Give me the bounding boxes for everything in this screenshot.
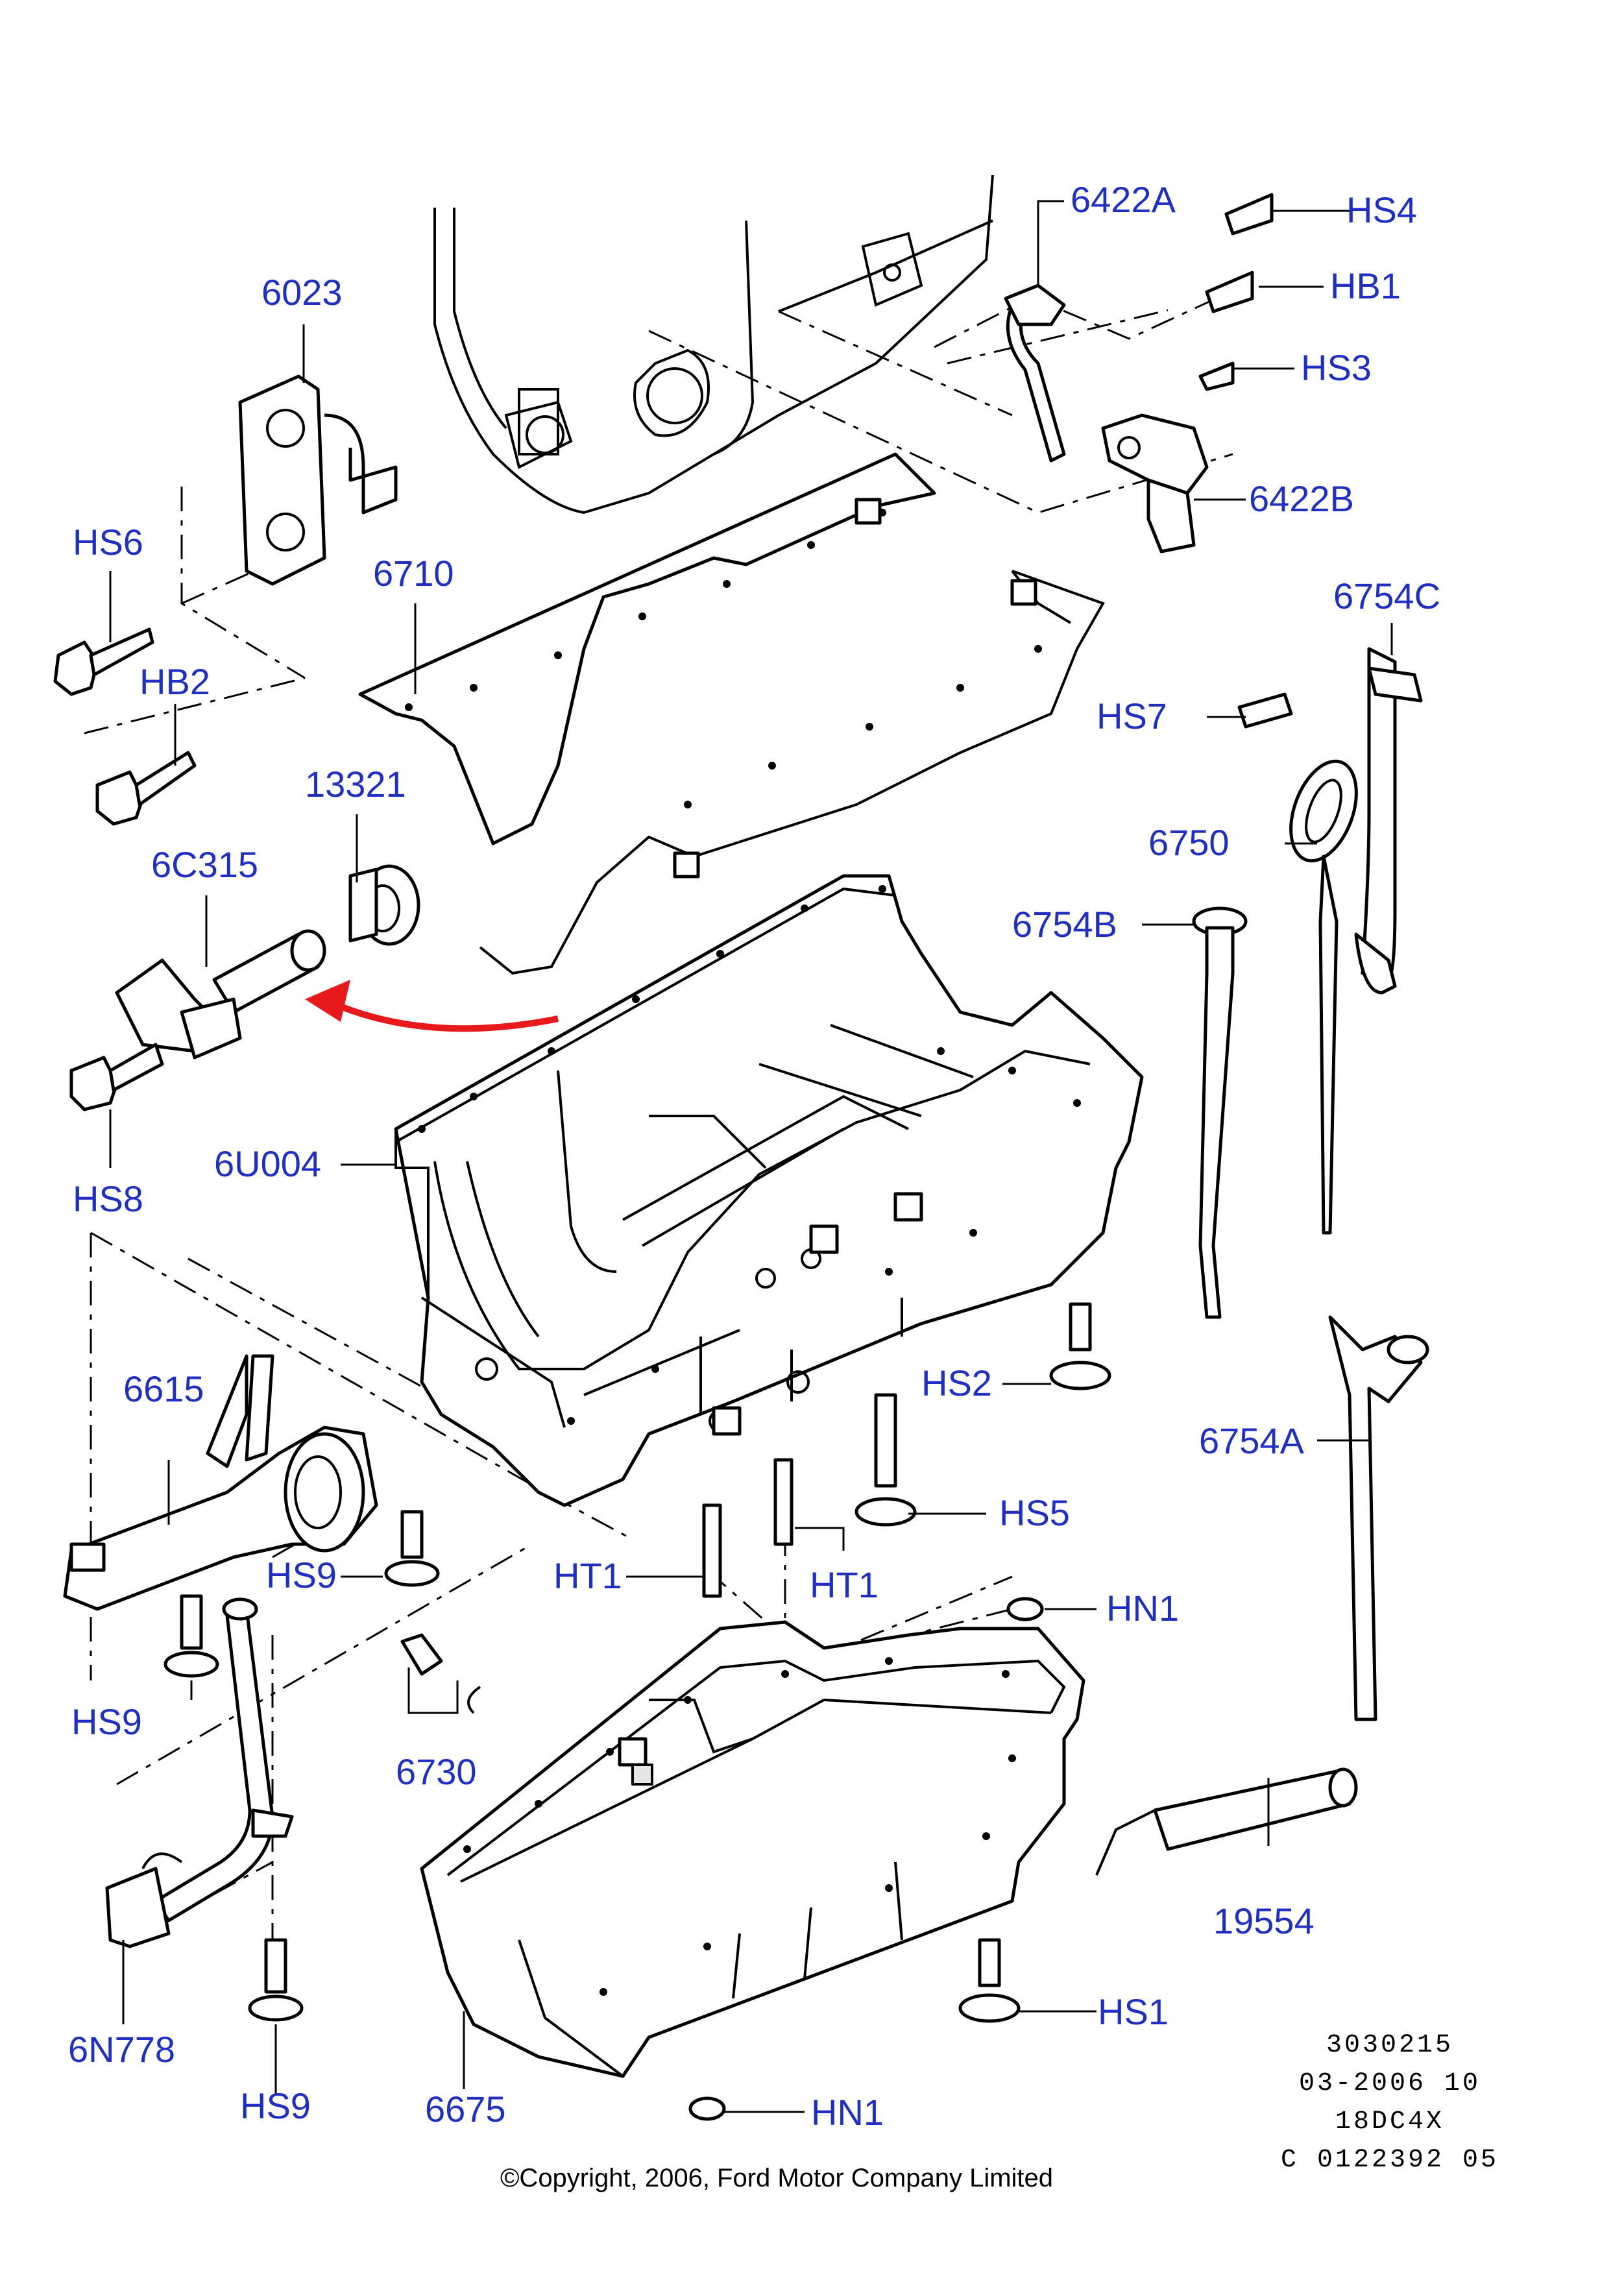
callout-6675: 6675 [425, 2089, 506, 2129]
callout-HS2: HS2 [921, 1363, 992, 1403]
callout-6U004: 6U004 [214, 1143, 321, 1184]
callout-6C315: 6C315 [151, 844, 258, 885]
callout-6615: 6615 [123, 1368, 204, 1409]
reference-line-4: C 0122392 05 [1281, 2146, 1499, 2175]
callout-6754C: 6754C [1333, 576, 1440, 616]
reference-block: 3030215 03-2006 10 18DC4X C 0122392 05 [1281, 2031, 1499, 2175]
callout-6422A: 6422A [1071, 179, 1176, 220]
callout-HB1: HB1 [1330, 265, 1401, 306]
callout-6754A: 6754A [1199, 1420, 1305, 1461]
callout-6023: 6023 [261, 272, 343, 313]
callout-6750: 6750 [1148, 822, 1230, 863]
callout-HS5: HS5 [999, 1492, 1070, 1533]
part-6754B-tube [1192, 906, 1248, 1319]
callout-HT1-a: HT1 [553, 1555, 622, 1596]
part-6750-dipstick [1289, 759, 1358, 1235]
part-6710-gasket [358, 452, 1105, 975]
leader-lines [109, 200, 1393, 2113]
callout-HB2: HB2 [139, 661, 210, 702]
part-6U004-upper-oil-pan [394, 874, 1144, 1507]
part-6422A-tube [1004, 284, 1066, 463]
callout-6422B: 6422B [1249, 478, 1354, 519]
part-6422B-housing [1101, 413, 1209, 553]
part-6N778-tube [105, 1597, 294, 1948]
part-6C315-sensor [115, 929, 326, 1060]
bolts-group [53, 193, 1293, 2121]
callout-HN1-a: HN1 [1106, 1588, 1179, 1629]
callout-6710: 6710 [373, 553, 454, 594]
engine-block-outline [433, 175, 994, 515]
callout-labels: 6422A HS4 HB1 HS3 6023 6422B HS6 6710 67… [68, 179, 1440, 2133]
callout-19554: 19554 [1213, 1900, 1315, 1941]
reference-line-1: 3030215 [1326, 2031, 1453, 2060]
callout-HS9-a: HS9 [266, 1555, 337, 1595]
callout-HS1: HS1 [1098, 1991, 1169, 2032]
part-6023-bracket [238, 374, 398, 586]
callout-6754B: 6754B [1012, 904, 1117, 945]
part-6615-oil-pickup [63, 1354, 378, 1611]
part-13321-seal [348, 864, 420, 946]
copyright-notice: ©Copyright, 2006, Ford Motor Company Lim… [500, 2164, 1053, 2192]
part-6754C-tube [1354, 647, 1423, 995]
callout-HS8: HS8 [73, 1178, 143, 1219]
callout-13321: 13321 [305, 764, 406, 805]
callout-HS9-c: HS9 [240, 2085, 311, 2126]
red-arrow [305, 980, 559, 1032]
part-6754A-tube [1328, 1315, 1429, 1721]
callout-HT1-b: HT1 [810, 1564, 879, 1605]
callout-HS6: HS6 [73, 522, 143, 563]
callout-6N778: 6N778 [68, 2029, 175, 2070]
reference-line-2: 03-2006 10 [1299, 2069, 1481, 2098]
callout-HS3: HS3 [1301, 347, 1372, 388]
part-6675-lower-oil-pan [420, 1620, 1085, 2078]
part-19554-sealant [1095, 1767, 1358, 1876]
callout-HS4: HS4 [1346, 189, 1417, 230]
callout-HS9-b: HS9 [71, 1701, 142, 1742]
callout-6730: 6730 [396, 1751, 477, 1792]
callout-HN1-b: HN1 [811, 2092, 884, 2133]
reference-line-3: 18DC4X [1335, 2107, 1444, 2137]
callout-HS7: HS7 [1097, 696, 1167, 736]
